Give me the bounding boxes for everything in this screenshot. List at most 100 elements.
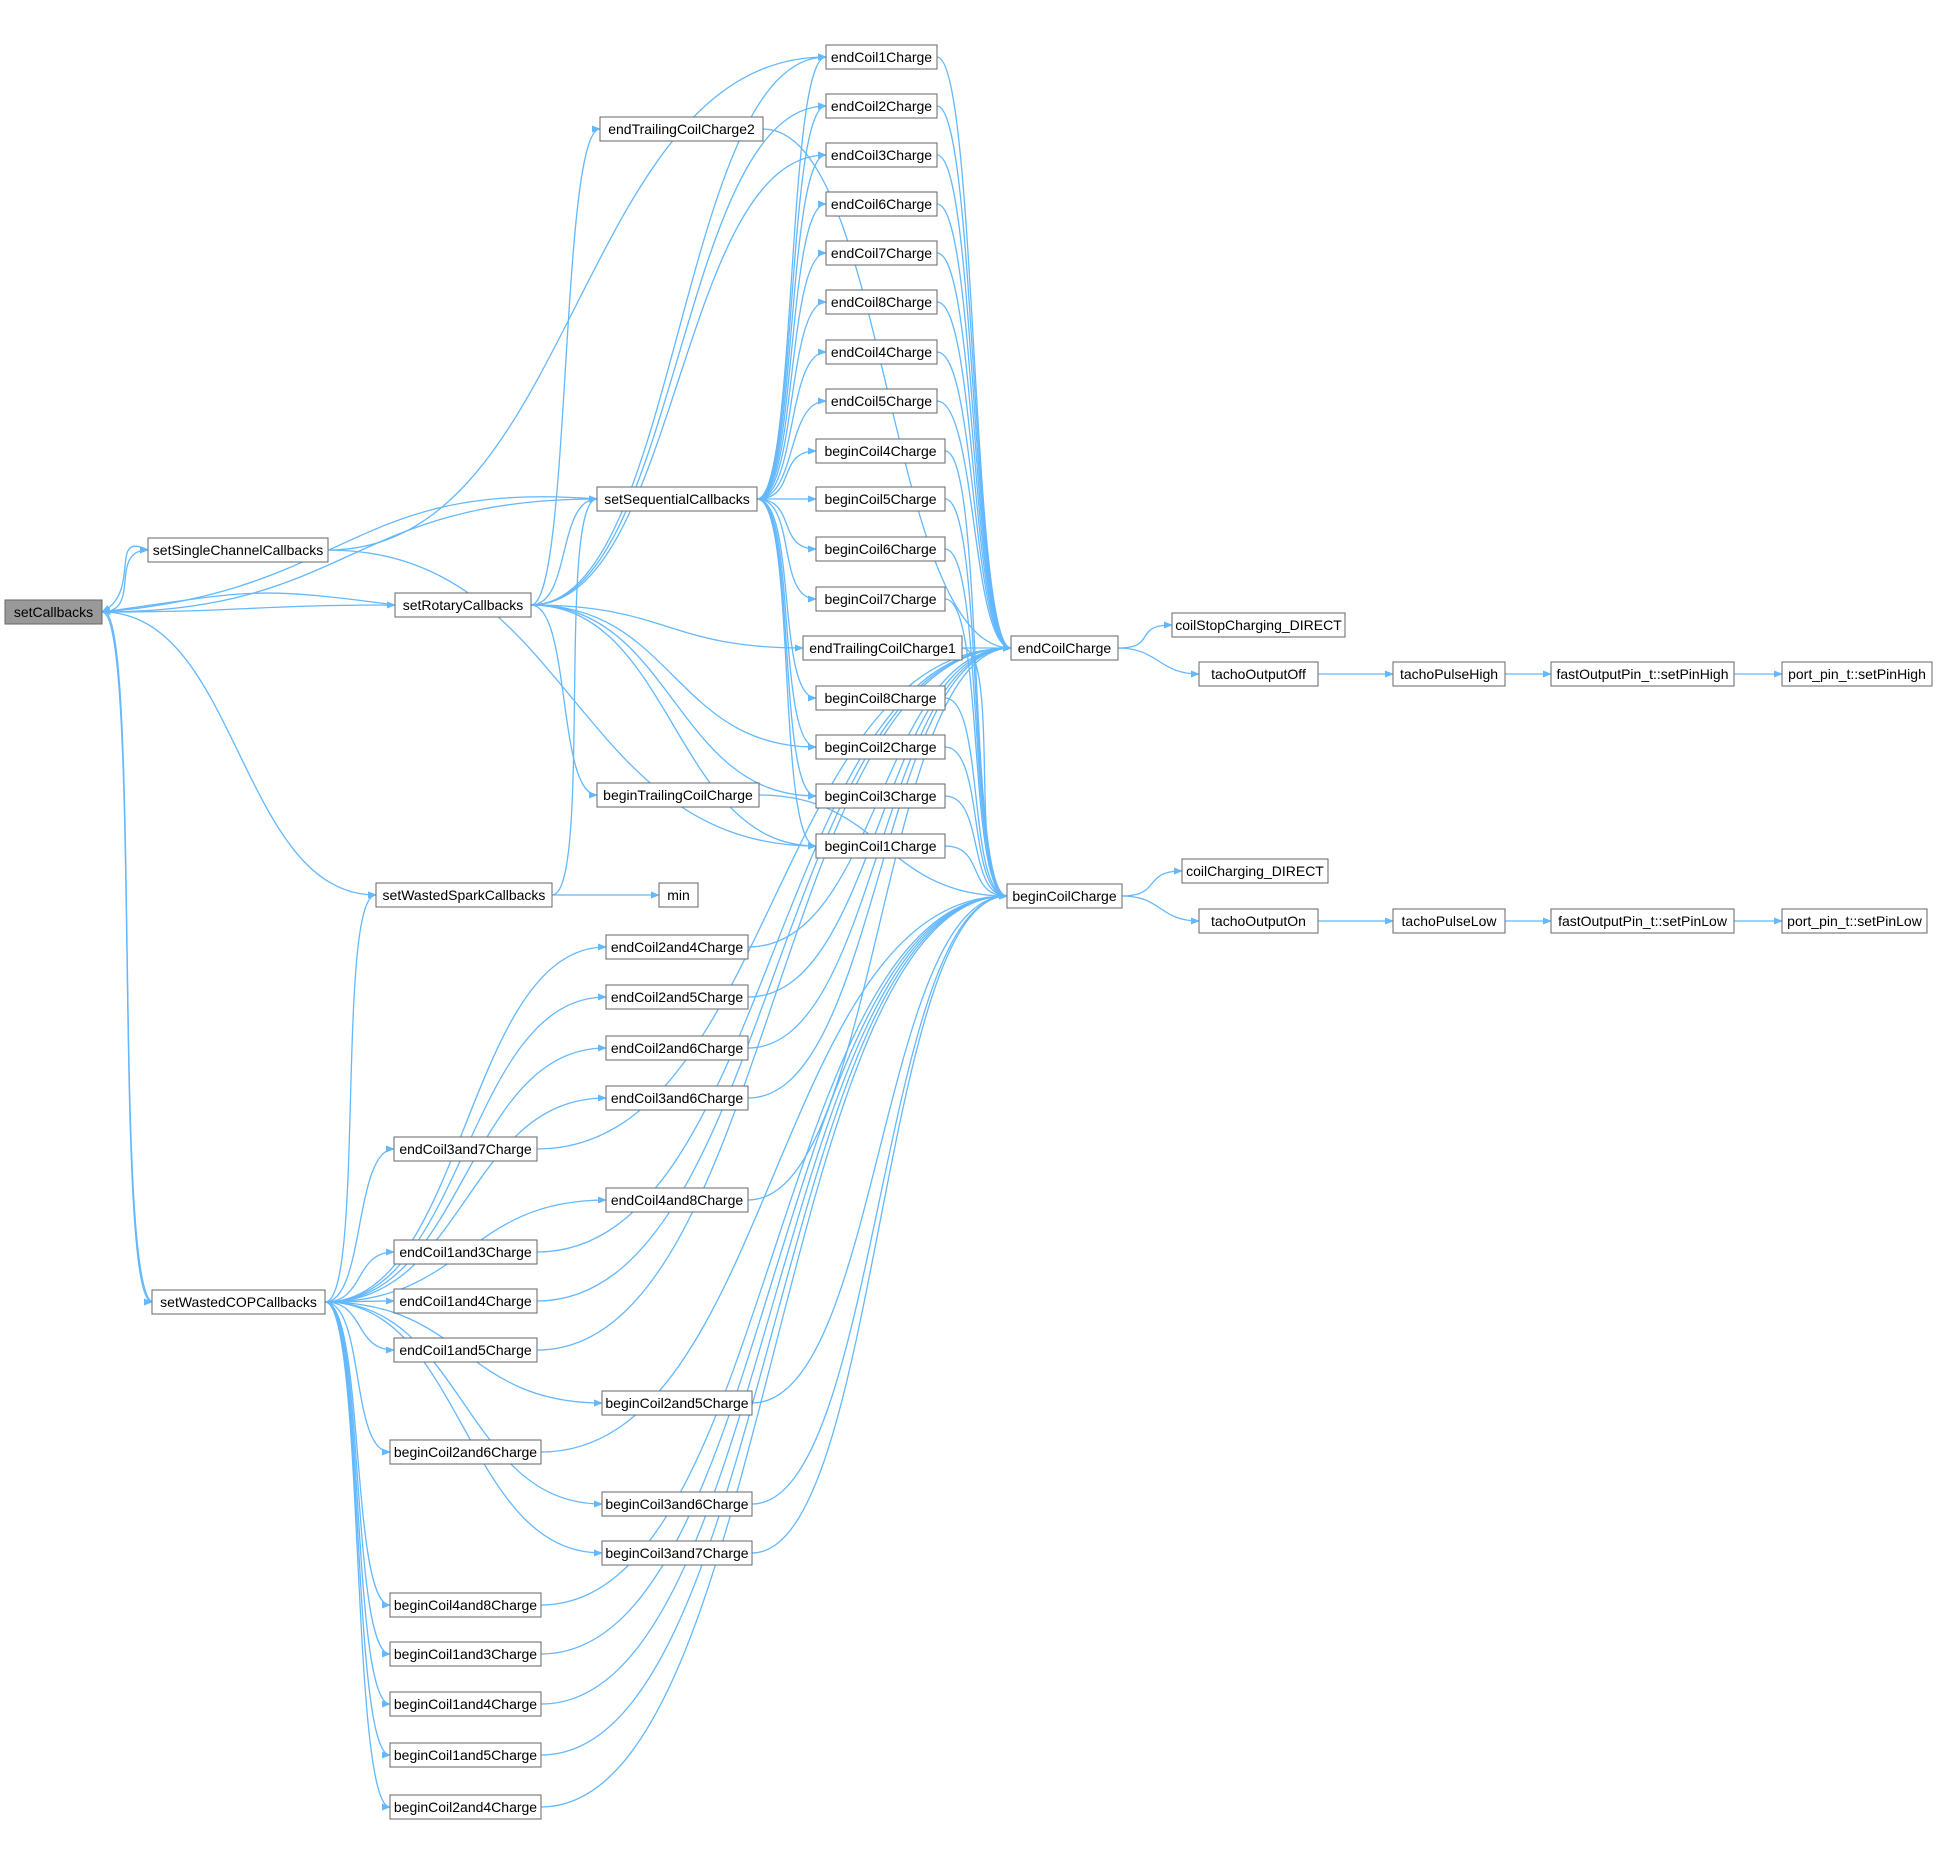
- node-box[interactable]: [4, 599, 103, 625]
- node-box[interactable]: [389, 1742, 542, 1768]
- node-begincoil2and6charge[interactable]: beginCoil2and6Charge: [389, 1439, 542, 1465]
- node-box[interactable]: [599, 116, 764, 142]
- node-box[interactable]: [1550, 908, 1735, 934]
- node-box[interactable]: [1181, 858, 1329, 884]
- node-endcoil8charge[interactable]: endCoil8Charge: [825, 289, 938, 315]
- node-box[interactable]: [151, 1289, 326, 1315]
- node-fastoutputpin-t-setpinlow[interactable]: fastOutputPin_t::setPinLow: [1550, 908, 1735, 934]
- node-endcoil1charge[interactable]: endCoil1Charge: [825, 44, 938, 70]
- node-begincoil6charge[interactable]: beginCoil6Charge: [815, 536, 946, 562]
- node-box[interactable]: [1550, 661, 1735, 687]
- node-box[interactable]: [1781, 661, 1933, 687]
- node-endcoil3charge[interactable]: endCoil3Charge: [825, 142, 938, 168]
- node-begincoil3and7charge[interactable]: beginCoil3and7Charge: [601, 1540, 753, 1566]
- node-begincoil1and4charge[interactable]: beginCoil1and4Charge: [389, 1691, 542, 1717]
- node-box[interactable]: [393, 1288, 538, 1314]
- node-endcoil4and8charge[interactable]: endCoil4and8Charge: [605, 1187, 749, 1213]
- node-endcoil2and5charge[interactable]: endCoil2and5Charge: [605, 984, 749, 1010]
- node-tachopulsehigh[interactable]: tachoPulseHigh: [1392, 661, 1506, 687]
- node-begincoil4and8charge[interactable]: beginCoil4and8Charge: [389, 1592, 542, 1618]
- node-endcoil6charge[interactable]: endCoil6Charge: [825, 191, 938, 217]
- node-coilcharging-direct[interactable]: coilCharging_DIRECT: [1181, 858, 1329, 884]
- node-box[interactable]: [375, 882, 553, 908]
- node-coilstopcharging-direct[interactable]: coilStopCharging_DIRECT: [1171, 612, 1346, 638]
- node-begincoil4charge[interactable]: beginCoil4Charge: [815, 438, 946, 464]
- node-begincoil5charge[interactable]: beginCoil5Charge: [815, 486, 946, 512]
- node-box[interactable]: [815, 486, 946, 512]
- node-box[interactable]: [605, 1085, 749, 1111]
- node-endcoil2and4charge[interactable]: endCoil2and4Charge: [605, 934, 749, 960]
- node-box[interactable]: [825, 240, 938, 266]
- node-endcoil3and6charge[interactable]: endCoil3and6Charge: [605, 1085, 749, 1111]
- node-fastoutputpin-t-setpinhigh[interactable]: fastOutputPin_t::setPinHigh: [1550, 661, 1735, 687]
- node-tachooutputon[interactable]: tachoOutputOn: [1198, 908, 1319, 934]
- node-endtrailingcoilcharge1[interactable]: endTrailingCoilCharge1: [802, 635, 963, 661]
- node-box[interactable]: [389, 1794, 542, 1820]
- node-box[interactable]: [815, 783, 946, 809]
- node-box[interactable]: [605, 934, 749, 960]
- node-box[interactable]: [389, 1641, 542, 1667]
- node-box[interactable]: [601, 1491, 753, 1517]
- node-min[interactable]: min: [658, 882, 699, 908]
- node-box[interactable]: [389, 1439, 542, 1465]
- node-begincoil1and3charge[interactable]: beginCoil1and3Charge: [389, 1641, 542, 1667]
- node-box[interactable]: [815, 833, 946, 859]
- node-box[interactable]: [1010, 635, 1119, 661]
- node-box[interactable]: [389, 1592, 542, 1618]
- node-port-pin-t-setpinlow[interactable]: port_pin_t::setPinLow: [1781, 908, 1928, 934]
- node-begincoilcharge[interactable]: beginCoilCharge: [1006, 883, 1123, 909]
- node-setsinglechannelcallbacks[interactable]: setSingleChannelCallbacks: [147, 537, 329, 563]
- node-box[interactable]: [1198, 908, 1319, 934]
- node-endcoil1and3charge[interactable]: endCoil1and3Charge: [393, 1239, 538, 1265]
- node-box[interactable]: [601, 1390, 753, 1416]
- node-tachopulselow[interactable]: tachoPulseLow: [1392, 908, 1506, 934]
- node-box[interactable]: [147, 537, 329, 563]
- node-box[interactable]: [596, 486, 758, 512]
- node-endcoil3and7charge[interactable]: endCoil3and7Charge: [393, 1136, 538, 1162]
- node-begincoil1charge[interactable]: beginCoil1Charge: [815, 833, 946, 859]
- node-port-pin-t-setpinhigh[interactable]: port_pin_t::setPinHigh: [1781, 661, 1933, 687]
- node-box[interactable]: [1171, 612, 1346, 638]
- node-box[interactable]: [802, 635, 963, 661]
- node-box[interactable]: [815, 536, 946, 562]
- node-box[interactable]: [601, 1540, 753, 1566]
- node-endcoil4charge[interactable]: endCoil4Charge: [825, 339, 938, 365]
- node-box[interactable]: [815, 586, 946, 612]
- node-begincoil1and5charge[interactable]: beginCoil1and5Charge: [389, 1742, 542, 1768]
- node-box[interactable]: [393, 1136, 538, 1162]
- node-box[interactable]: [605, 1035, 749, 1061]
- node-box[interactable]: [658, 882, 699, 908]
- node-box[interactable]: [825, 142, 938, 168]
- node-box[interactable]: [815, 734, 946, 760]
- node-endcoil1and4charge[interactable]: endCoil1and4Charge: [393, 1288, 538, 1314]
- node-endcoil7charge[interactable]: endCoil7Charge: [825, 240, 938, 266]
- node-endcoil2charge[interactable]: endCoil2Charge: [825, 93, 938, 119]
- node-box[interactable]: [393, 1239, 538, 1265]
- node-setwastedsparkcallbacks[interactable]: setWastedSparkCallbacks: [375, 882, 553, 908]
- node-begincoil2and4charge[interactable]: beginCoil2and4Charge: [389, 1794, 542, 1820]
- node-box[interactable]: [825, 339, 938, 365]
- node-begintrailingcoilcharge[interactable]: beginTrailingCoilCharge: [596, 782, 760, 808]
- node-endtrailingcoilcharge2[interactable]: endTrailingCoilCharge2: [599, 116, 764, 142]
- node-endcoil2and6charge[interactable]: endCoil2and6Charge: [605, 1035, 749, 1061]
- node-box[interactable]: [1392, 908, 1506, 934]
- node-endcoil1and5charge[interactable]: endCoil1and5Charge: [393, 1337, 538, 1363]
- node-box[interactable]: [605, 1187, 749, 1213]
- node-begincoil3and6charge[interactable]: beginCoil3and6Charge: [601, 1491, 753, 1517]
- node-box[interactable]: [394, 592, 532, 618]
- node-box[interactable]: [1006, 883, 1123, 909]
- node-begincoil2and5charge[interactable]: beginCoil2and5Charge: [601, 1390, 753, 1416]
- node-endcoilcharge[interactable]: endCoilCharge: [1010, 635, 1119, 661]
- node-tachooutputoff[interactable]: tachoOutputOff: [1198, 661, 1319, 687]
- node-box[interactable]: [393, 1337, 538, 1363]
- node-box[interactable]: [1392, 661, 1506, 687]
- node-box[interactable]: [825, 289, 938, 315]
- node-begincoil7charge[interactable]: beginCoil7Charge: [815, 586, 946, 612]
- node-box[interactable]: [825, 93, 938, 119]
- node-setsequentialcallbacks[interactable]: setSequentialCallbacks: [596, 486, 758, 512]
- node-box[interactable]: [825, 191, 938, 217]
- node-box[interactable]: [825, 44, 938, 70]
- node-begincoil2charge[interactable]: beginCoil2Charge: [815, 734, 946, 760]
- node-setrotarycallbacks[interactable]: setRotaryCallbacks: [394, 592, 532, 618]
- node-box[interactable]: [825, 388, 938, 414]
